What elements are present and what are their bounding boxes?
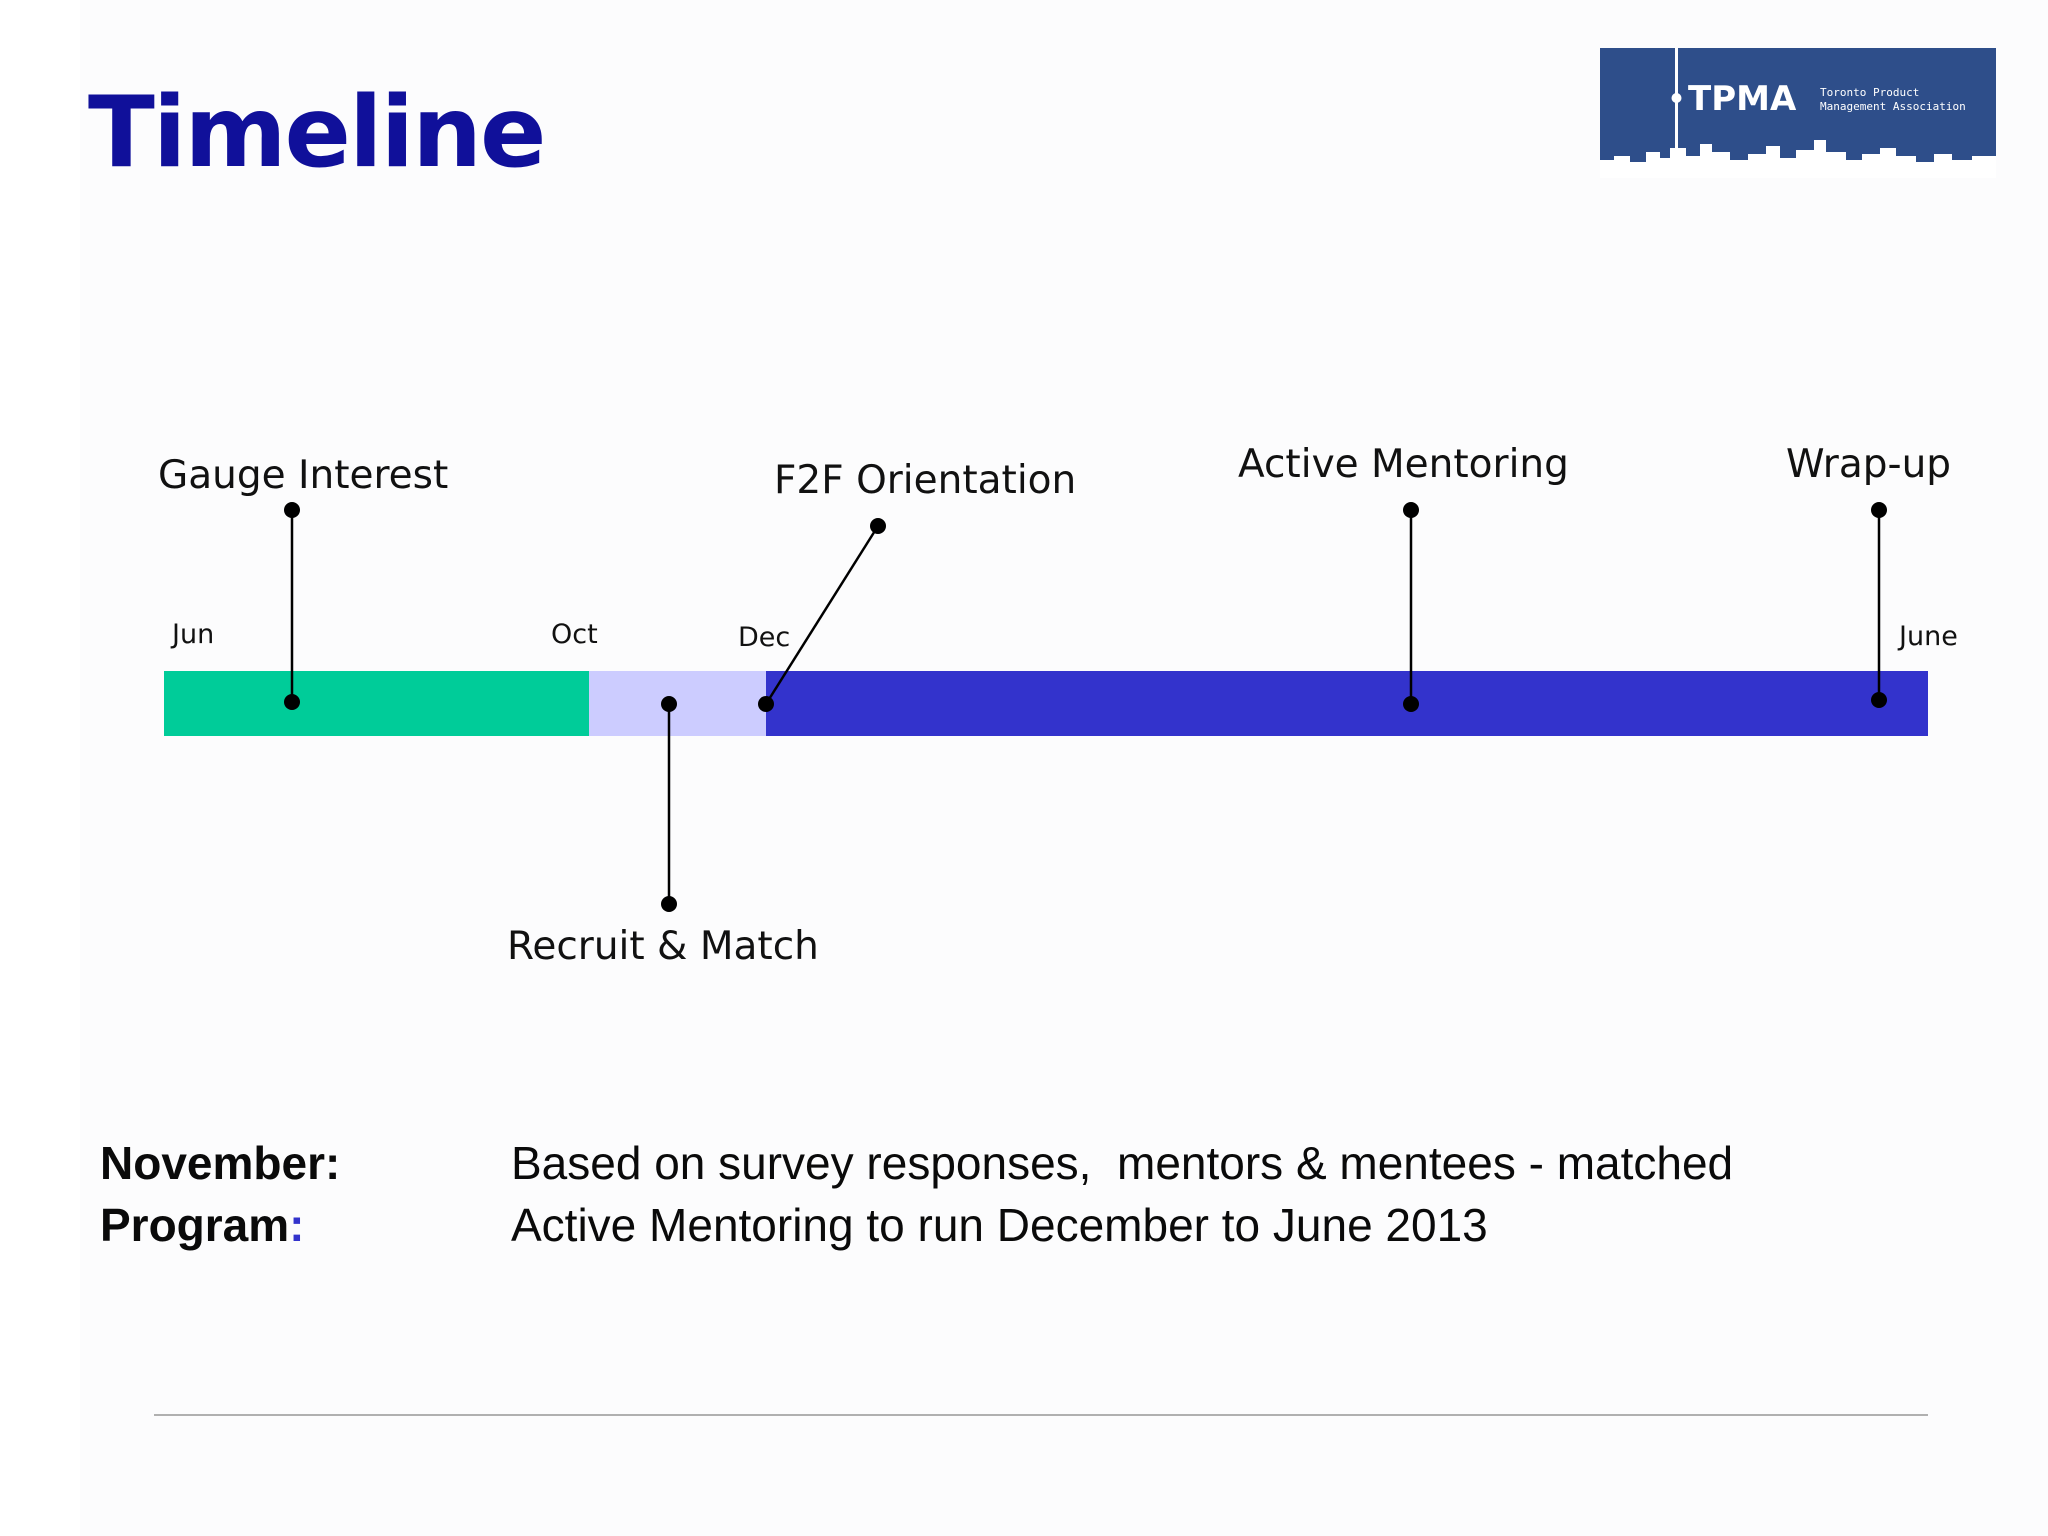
f2f-orientation-top-dot	[870, 518, 886, 534]
logo-acronym: TPMA	[1688, 79, 1797, 119]
note-key-colon: :	[289, 1199, 305, 1251]
phase-label-gauge-interest: Gauge Interest	[158, 453, 449, 498]
phase-label-wrap-up: Wrap-up	[1786, 442, 1952, 487]
note-text: Active Mentoring to run December to June…	[511, 1199, 1488, 1251]
recruit-match-top-dot	[661, 696, 677, 712]
slide-title: Timeline	[88, 76, 546, 190]
active-mentoring-bottom-dot	[1403, 696, 1419, 712]
phase-label-recruit-match: Recruit & Match	[507, 924, 819, 969]
note-key-text: Program	[100, 1199, 290, 1251]
logo-subtitle-line2: Management Association	[1820, 100, 1966, 113]
month-label-dec: Dec	[738, 622, 791, 653]
note-text: Based on survey responses, mentors & men…	[511, 1137, 1734, 1189]
tpma-logo: TPMA Toronto Product Management Associat…	[1600, 48, 1996, 178]
f2f-orientation-connector	[764, 525, 880, 705]
note-key-colon: :	[324, 1137, 341, 1189]
slide-background	[80, 0, 2048, 1536]
wrap-up-top-dot	[1871, 502, 1887, 518]
timeline-segment-dec-june	[766, 671, 1928, 736]
logo-subtitle-line1: Toronto Product	[1820, 86, 1919, 99]
active-mentoring-top-dot	[1403, 502, 1419, 518]
note-key-text: November	[100, 1137, 325, 1189]
month-label-oct: Oct	[551, 619, 598, 650]
note-row: November: Based on survey responses, men…	[100, 1132, 1733, 1194]
timeline-segment-jun-oct	[164, 671, 589, 736]
wrap-up-bottom-dot	[1871, 692, 1887, 708]
timeline-segment-oct-dec	[589, 671, 766, 736]
phase-label-f2f-orientation: F2F Orientation	[774, 458, 1077, 503]
gauge-interest-bottom-dot	[284, 694, 300, 710]
footer-divider	[154, 1414, 1928, 1416]
note-row: Program: Active Mentoring to run Decembe…	[100, 1194, 1733, 1256]
phase-label-active-mentoring: Active Mentoring	[1238, 442, 1569, 487]
recruit-match-bottom-dot	[661, 896, 677, 912]
month-label-jun: Jun	[172, 619, 215, 650]
month-label-june: June	[1899, 621, 1958, 652]
gauge-interest-top-dot	[284, 502, 300, 518]
f2f-orientation-bottom-dot	[758, 696, 774, 712]
note-key: November:	[100, 1132, 511, 1194]
note-key: Program:	[100, 1194, 511, 1256]
logo-graphic: TPMA Toronto Product Management Associat…	[1600, 48, 1996, 178]
notes-block: November: Based on survey responses, men…	[100, 1132, 1733, 1256]
